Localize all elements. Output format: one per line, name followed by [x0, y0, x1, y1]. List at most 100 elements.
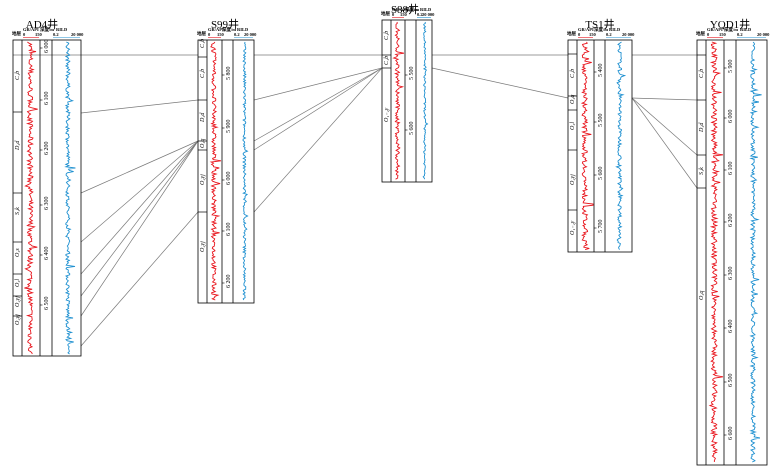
well-frame: [696, 39, 768, 466]
strata-label: O₃q: [200, 139, 206, 148]
gr-curve: [580, 41, 594, 251]
rild-scale-min: 0.2: [606, 32, 612, 37]
rild-header: RILD: [237, 27, 249, 32]
depth-label: 5 500: [409, 67, 415, 81]
strata-header: 地层: [12, 30, 21, 37]
depth-label: 6 100: [44, 92, 50, 106]
gr-header: GR/API: [578, 27, 594, 32]
strata-label: D₃d: [15, 140, 21, 151]
depth-label: 6 600: [728, 427, 734, 441]
rild-curve: [749, 41, 762, 463]
correlation-line: [80, 140, 199, 317]
rild-scale-min: 0.2: [234, 32, 240, 37]
depth-label: 6 400: [728, 320, 734, 334]
depth-label: 5 700: [598, 220, 604, 234]
correlation-line: [80, 140, 199, 194]
rild-header: RILD: [420, 7, 432, 12]
gr-scale-max: 150: [35, 32, 43, 37]
well-frame: [567, 39, 633, 253]
correlation-line: [80, 99, 199, 114]
rild-scale-max: 20 000: [622, 32, 635, 37]
depth-label: 5 900: [728, 60, 734, 74]
rild-scale-min: 0.2: [417, 12, 423, 17]
rild-scale-max: 20 000: [757, 32, 770, 37]
strata-label: C₁b: [200, 39, 206, 48]
gr-header: GR/API: [23, 27, 39, 32]
strata-label: O₃q: [570, 95, 576, 104]
strata-label: C₁b: [15, 71, 21, 80]
depth-label: 6 200: [226, 275, 232, 289]
well-frame: [197, 39, 255, 304]
gr-scale-min: 0: [23, 32, 26, 37]
rild-scale-min: 0.2: [53, 32, 59, 37]
strata-label: C₁b: [200, 69, 206, 78]
gr-scale-min: 0: [392, 12, 395, 17]
well-frame: [12, 39, 82, 357]
gr-scale-max: 150: [217, 32, 225, 37]
depth-label: 6 500: [728, 374, 734, 388]
strata-label: O₁₋₂y: [384, 107, 390, 122]
depth-label: 6 100: [226, 223, 232, 237]
strata-label: O₂yj: [200, 241, 206, 252]
rild-scale-max: 20 000: [422, 12, 435, 17]
strata-label: S₁k: [699, 167, 705, 175]
correlation-line: [80, 211, 199, 347]
strata-header: 地层: [567, 30, 576, 37]
depth-header: 深度/m: [724, 26, 738, 33]
gr-curve: [708, 41, 724, 463]
correlation-line: [253, 67, 383, 213]
depth-label: 6 400: [44, 247, 50, 261]
strata-label: O₃l: [570, 122, 576, 130]
gr-header: GR/API: [392, 7, 408, 12]
depth-label: 6 500: [44, 297, 50, 311]
strata-label: D₃d: [200, 112, 206, 123]
strata-label: O₁₋₂y: [570, 220, 576, 235]
strata-header: 地层: [381, 10, 390, 17]
depth-label: 5 600: [409, 122, 415, 136]
well-name: YQD1井: [710, 17, 750, 31]
strata-label: C₁b: [699, 69, 705, 78]
well-frame: [381, 19, 433, 183]
gr-header: GR/API: [707, 27, 723, 32]
correlation-lines: [13, 54, 698, 347]
depth-label: 6 300: [44, 197, 50, 211]
well-name: S99井: [211, 17, 239, 31]
depth-label: 5 600: [598, 167, 604, 181]
rild-scale-max: 20 000: [244, 32, 257, 37]
correlation-line: [80, 140, 199, 297]
gr-scale-max: 150: [400, 12, 408, 17]
strata-label: O₃s: [15, 248, 21, 257]
rild-curve: [615, 41, 627, 250]
strata-label: S₁k: [15, 207, 21, 215]
depth-header: 深度/m: [222, 26, 236, 33]
correlation-line: [253, 67, 383, 101]
strata-label: O₃l: [15, 279, 21, 287]
rild-curve: [242, 41, 249, 301]
strata-header: 地层: [197, 30, 206, 37]
depth-label: 6 000: [728, 110, 734, 124]
correlation-line: [431, 67, 569, 99]
gr-scale-max: 150: [589, 32, 597, 37]
strata-label: O₂yj: [15, 296, 21, 307]
gr-curve: [24, 41, 38, 355]
rild-scale-max: 20 000: [71, 32, 84, 37]
correlation-line: [80, 140, 199, 243]
gr-header: GR/API: [208, 27, 224, 32]
rild-header: RILD: [740, 27, 752, 32]
strata-label: O₂yj: [15, 314, 21, 325]
strata-label: D₃d: [699, 122, 705, 133]
gr-scale-min: 0: [578, 32, 581, 37]
strata-label: O₂yj: [570, 174, 576, 185]
rild-header: RILD: [56, 27, 68, 32]
depth-label: 5 500: [598, 114, 604, 128]
correlation-line: [253, 67, 383, 142]
depth-label: 6 000: [226, 172, 232, 186]
correlation-line: [631, 97, 698, 101]
strata-label: O₂yj: [200, 174, 206, 185]
